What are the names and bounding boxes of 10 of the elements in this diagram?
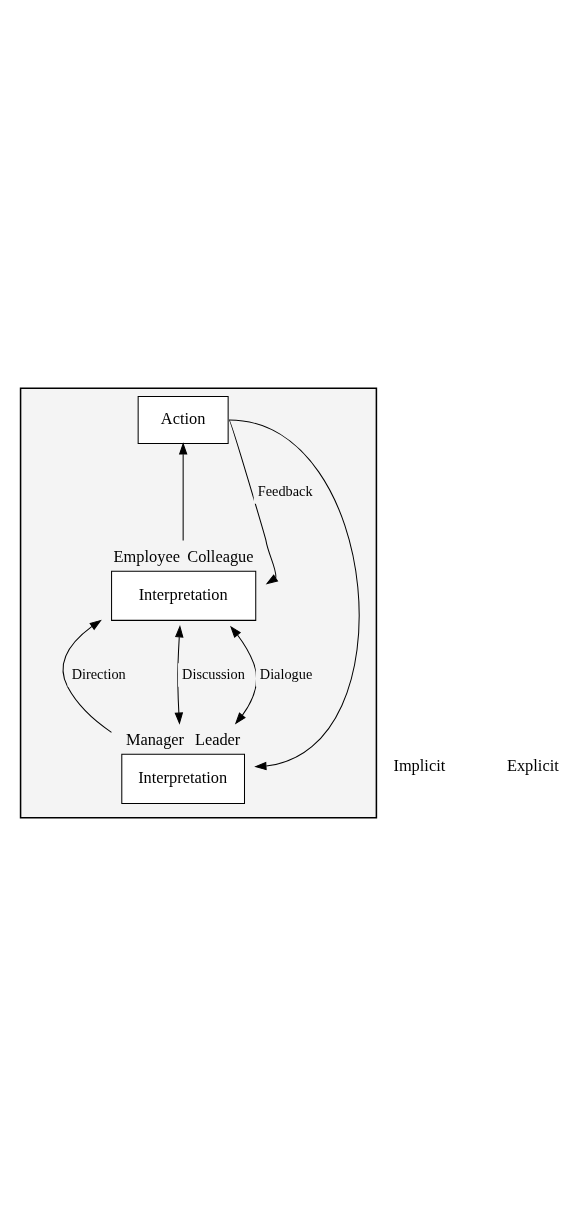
node-label: Employee — [113, 546, 180, 566]
edge-label: Discussion — [182, 665, 245, 682]
label: Explicit — [506, 754, 559, 774]
node-label: Colleague — [187, 546, 254, 566]
edge-label: Feedback — [257, 482, 313, 499]
edge-label: Direction — [71, 665, 126, 682]
node-label: Leader — [194, 729, 241, 749]
node-label: Manager — [125, 729, 185, 749]
label: Implicit — [393, 754, 446, 774]
edge-label: Dialogue — [259, 665, 313, 682]
